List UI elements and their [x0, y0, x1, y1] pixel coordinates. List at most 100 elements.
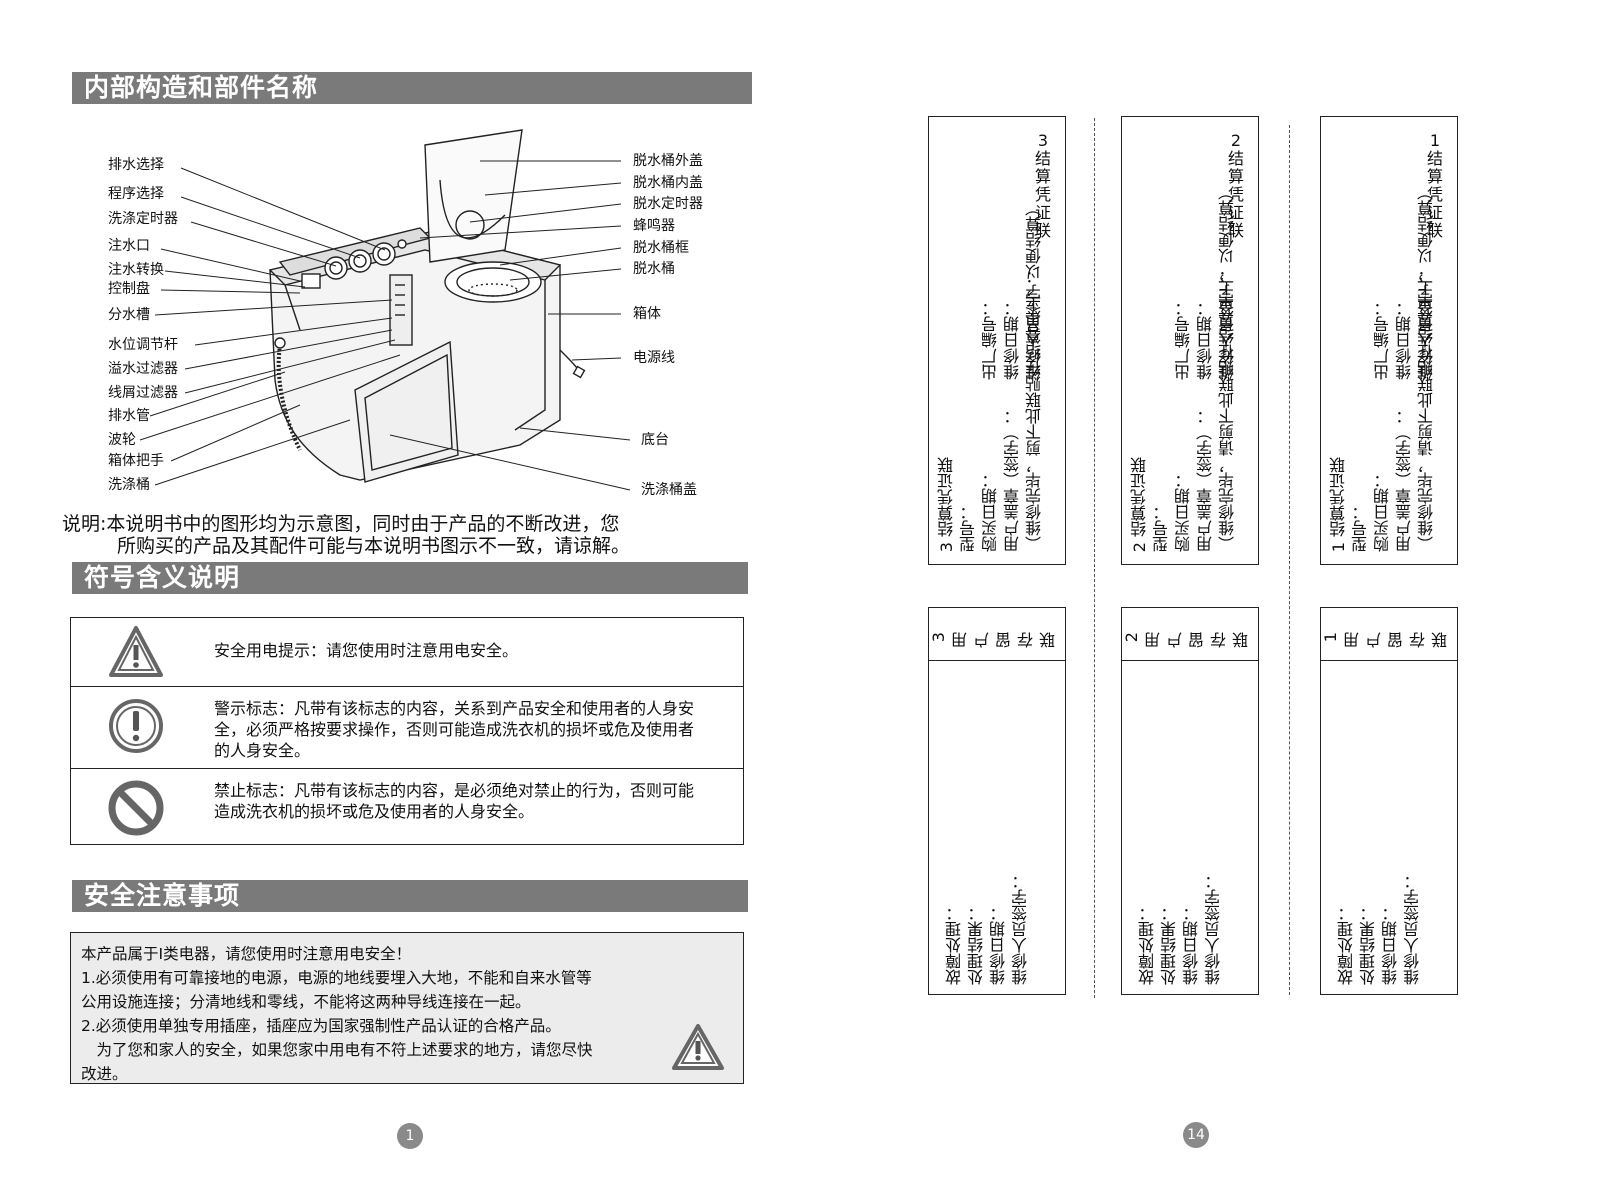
user-field: 故障处理：: [1138, 905, 1157, 985]
settle-header-char: 证: [1227, 203, 1244, 222]
settle-field: 维修日期：: [1003, 300, 1022, 380]
user-card-header-line: [1122, 660, 1258, 661]
settlement-card-1: [1320, 116, 1458, 565]
symbol-text: 禁止标志：凡带有该标志的内容，是必须绝对禁止的行为，否则可能造成洗衣机的损坏或危…: [214, 781, 695, 821]
settle-field: 购买日期：: [1174, 472, 1193, 552]
settle-header-char: 凭: [1034, 185, 1051, 204]
safety-notice-box: 本产品属于I类电器，请您使用时注意用电安全！ 1.必须使用有可靠接地的电源，电源…: [70, 932, 744, 1084]
user-header-char: 存: [1017, 632, 1036, 648]
prohibition-icon: [108, 780, 164, 836]
settle-field: 用户盖章（签字）：: [1395, 408, 1414, 552]
label-spin-inner-lid: 脱水桶内盖: [633, 175, 703, 191]
label-drain-select: 排水选择: [108, 157, 164, 173]
user-field: 维修日期：: [1182, 905, 1201, 985]
settle-header-char: 结: [1034, 149, 1051, 168]
label-buzzer: 蜂鸣器: [633, 218, 675, 234]
settle-header-char: 凭: [1426, 185, 1443, 204]
user-header-char: 用: [951, 632, 970, 648]
label-overflow-filter: 溢水过滤器: [108, 361, 178, 377]
page-number-left: 1: [397, 1123, 423, 1149]
settle-header-char: 算: [1426, 167, 1443, 186]
label-level-lever: 水位调节杆: [108, 337, 178, 353]
label-spin-tub: 脱水桶: [633, 261, 675, 277]
label-spin-tub-frame: 脱水桶框: [633, 240, 689, 256]
user-header-char: 户: [973, 632, 992, 648]
settle-header-char: 结: [1426, 149, 1443, 168]
symbol-row: 禁止标志：凡带有该标志的内容，是必须绝对禁止的行为，否则可能造成洗衣机的损坏或危…: [71, 768, 743, 844]
settle-field: 购买日期：: [1373, 472, 1392, 552]
safety-line: 公用设施连接；分清地线和零线，不能将这两种导线连接在一起。: [81, 993, 531, 1011]
user-card-header-line: [929, 660, 1065, 661]
settle-field: 2 结算凭证联: [1130, 456, 1149, 552]
settle-header-char: 联: [1034, 221, 1051, 240]
user-header-char: 1: [1321, 632, 1340, 643]
user-header-char: 存: [1210, 632, 1229, 648]
settle-field: 维修人员签字：: [1218, 268, 1237, 380]
settle-field: 用户盖章（签字）：: [1003, 408, 1022, 552]
safety-line: 2.必须使用单独专用插座，插座应为国家强制性产品认证的合格产品。: [81, 1017, 561, 1035]
settlement-card-3: [928, 116, 1066, 565]
user-header-char: 留: [1188, 632, 1207, 648]
label-drain-hose: 排水管: [108, 408, 150, 424]
page-number-right: 14: [1183, 1122, 1209, 1148]
safety-line: 1.必须使用有可靠接地的电源，电源的地线要埋入大地，不能和自来水管等: [81, 969, 592, 987]
settle-field: 出厂编号：: [1373, 300, 1392, 380]
user-header-char: 户: [1166, 632, 1185, 648]
settle-header-char: 结: [1227, 149, 1244, 168]
user-field: 故障处理：: [945, 905, 964, 985]
user-header-char: 留: [1387, 632, 1406, 648]
settle-field: 3 结算凭证联: [937, 456, 956, 552]
settle-field: 用户盖章（签字）：: [1196, 408, 1215, 552]
settle-field: 出厂编号：: [1174, 300, 1193, 380]
user-field: 处理结果：: [967, 905, 986, 985]
symbol-table: 安全用电提示：请您使用时注意用电安全。 警示标志：凡带有该标志的内容，关系到产品…: [70, 617, 744, 845]
safety-line: 本产品属于I类电器，请您使用时注意用电安全！: [81, 945, 412, 963]
label-water-inlet: 注水口: [108, 238, 150, 254]
user-field: 维修日期：: [1381, 905, 1400, 985]
warning-triangle-icon: [672, 1024, 724, 1070]
settle-header-char: 算: [1034, 167, 1051, 186]
user-card-2: [1121, 607, 1259, 995]
label-water-switch: 注水转换: [108, 262, 164, 278]
label-cabinet-handle: 箱体把手: [108, 453, 164, 469]
cut-line: [1289, 125, 1290, 995]
settle-header-char: 证: [1034, 203, 1051, 222]
user-header-char: 留: [995, 632, 1014, 648]
user-header-char: 户: [1365, 632, 1384, 648]
settle-field: 购买日期：: [981, 472, 1000, 552]
label-wash-tub: 洗涤桶: [108, 477, 150, 493]
warning-triangle-icon: [109, 626, 163, 677]
symbol-text: 警示标志：凡带有该标志的内容，关系到产品安全和使用者的人身安全，必须严格按要求操…: [214, 699, 695, 760]
cut-line: [1094, 118, 1095, 998]
settle-header-char: 凭: [1227, 185, 1244, 204]
label-wash-tub-lid: 洗涤桶盖: [641, 482, 697, 498]
label-pulsator: 波轮: [108, 432, 136, 448]
label-water-divider: 分水槽: [108, 307, 150, 323]
user-card-header-line: [1321, 660, 1457, 661]
user-field: 维修人员签字：: [1204, 873, 1223, 985]
user-header-char: 用: [1144, 632, 1163, 648]
section-title-structure: 内部构造和部件名称: [72, 72, 752, 104]
user-header-char: 2: [1122, 632, 1141, 643]
user-field: 处理结果：: [1160, 905, 1179, 985]
user-header-char: 用: [1343, 632, 1362, 648]
user-field: 故障处理：: [1337, 905, 1356, 985]
label-cabinet: 箱体: [633, 306, 661, 322]
user-header-char: 联: [1232, 632, 1251, 648]
label-program-select: 程序选择: [108, 186, 164, 202]
safety-line: 改进。: [81, 1065, 128, 1083]
settle-field: 维修日期：: [1196, 300, 1215, 380]
washing-machine-diagram: [139, 129, 631, 491]
settle-header-char: 2: [1230, 131, 1242, 150]
settle-field: 1 结算凭证联: [1329, 456, 1348, 552]
user-card-3: [928, 607, 1066, 995]
settle-field: 维修人员签字：: [1417, 268, 1436, 380]
user-header-char: 3: [929, 632, 948, 643]
section-title-safety: 安全注意事项: [72, 880, 748, 912]
label-wash-timer: 洗涤定时器: [108, 211, 178, 227]
settle-field: 型号：: [1152, 504, 1171, 552]
settlement-card-2: [1121, 116, 1259, 565]
settle-header-char: 证: [1426, 203, 1443, 222]
settle-field: 型号：: [959, 504, 978, 552]
settle-header-char: 联: [1227, 221, 1244, 240]
